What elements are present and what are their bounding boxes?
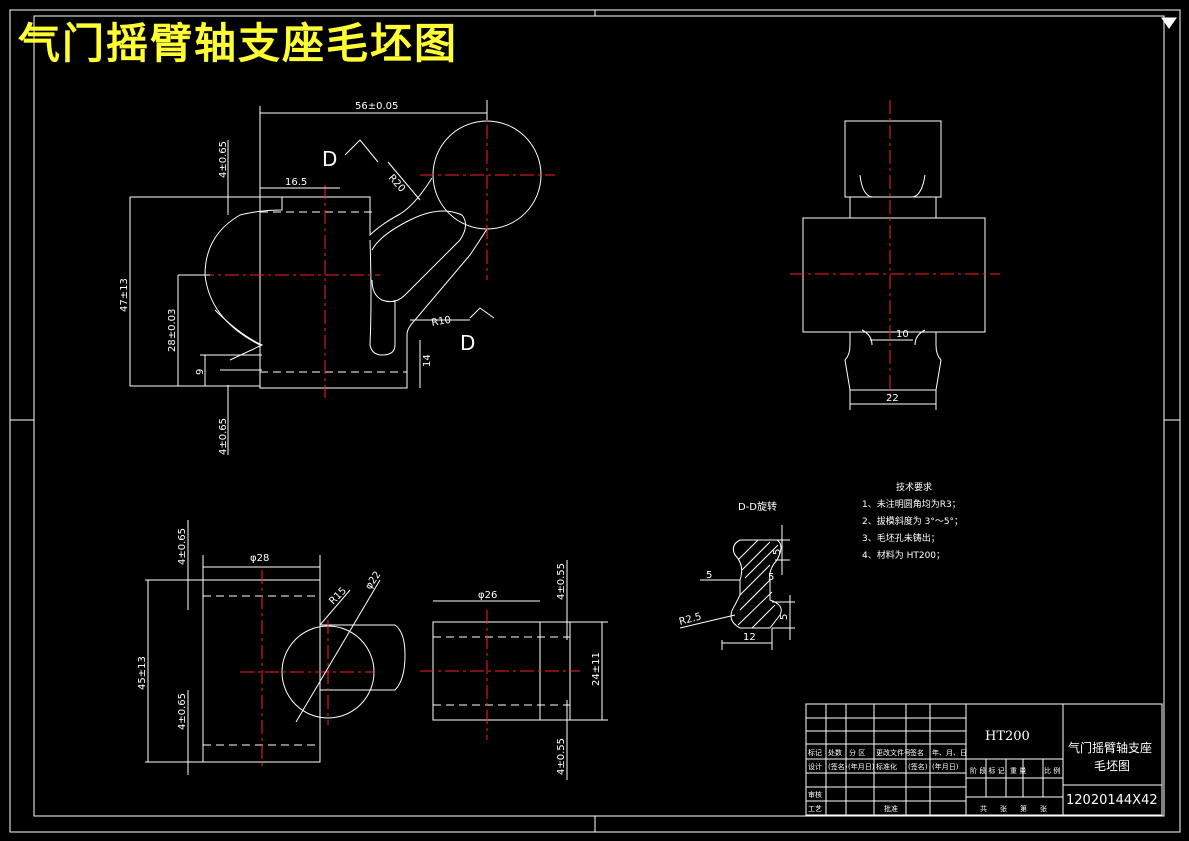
dim-5-a: 5 bbox=[706, 570, 712, 581]
note-4: 4、材料为 HT200； bbox=[862, 549, 945, 561]
tb-code: 12020144X42 bbox=[1066, 793, 1158, 808]
note-2: 2、拔模斜度为 3°～5°； bbox=[862, 515, 963, 527]
tb-part-name-1: 气门摇臂轴支座 bbox=[1068, 740, 1152, 755]
tb-label-zone: 分 区 bbox=[849, 748, 865, 757]
notes-heading: 技术要求 bbox=[896, 481, 932, 493]
tb-std: 标准化 bbox=[876, 762, 897, 771]
tb-label-date: 年、月、日 bbox=[932, 748, 967, 757]
dim-47: 47±13 bbox=[119, 278, 130, 312]
dim-4-d: 4±0.65 bbox=[177, 693, 188, 730]
tb-material: HT200 bbox=[985, 729, 1030, 744]
tb-sheet-unit-2: 张 bbox=[1040, 804, 1047, 813]
tb-stage: 阶 段 标 记 bbox=[970, 766, 1005, 775]
dim-28: 28±0.03 bbox=[167, 309, 178, 352]
top-view bbox=[145, 520, 608, 780]
dim-9: 9 bbox=[195, 369, 206, 375]
side-view bbox=[790, 100, 1000, 410]
tb-row-review: 审核 bbox=[808, 790, 822, 799]
tb-sign-b: (签名) bbox=[908, 762, 928, 771]
section-view bbox=[679, 525, 795, 650]
tb-row-process: 工艺 bbox=[808, 805, 822, 813]
dim-22: 22 bbox=[886, 393, 899, 404]
dim-10: 10 bbox=[896, 329, 909, 340]
tb-part-name-2: 毛坯图 bbox=[1094, 759, 1130, 773]
dim-phi28: φ28 bbox=[250, 553, 269, 564]
dim-5-d: 5 bbox=[779, 614, 790, 620]
section-mark-d1: D bbox=[322, 147, 337, 171]
front-view bbox=[129, 100, 555, 455]
section-mark-d2: D bbox=[460, 331, 475, 355]
dim-phi26: φ26 bbox=[478, 590, 497, 601]
tb-weight: 重 量 bbox=[1010, 767, 1026, 775]
center-marks bbox=[10, 10, 1180, 832]
drawing-title: 气门摇臂轴支座毛坯图 bbox=[18, 19, 459, 68]
dim-24: 24±11 bbox=[591, 652, 602, 686]
tb-date-a: (年月日) bbox=[848, 762, 875, 771]
tb-label-mark: 标记 bbox=[808, 748, 822, 757]
tb-approve: 批准 bbox=[884, 804, 898, 813]
dim-56: 56±0.05 bbox=[355, 101, 398, 112]
dim-4-c: 4±0.65 bbox=[177, 528, 188, 565]
note-1: 1、未注明圆角均为R3； bbox=[862, 498, 961, 510]
dim-5-b: 5 bbox=[772, 549, 783, 555]
dimension-labels: 56±0.05 16.5 R20 D D R10 4±0.65 47±13 28… bbox=[119, 101, 909, 775]
inner-border bbox=[33, 15, 1165, 817]
tb-label-sign: 签名 bbox=[910, 748, 924, 757]
tb-scale: 比 例 bbox=[1044, 766, 1060, 775]
dim-16-5: 16.5 bbox=[285, 177, 307, 188]
dim-5-c: 5 bbox=[768, 572, 774, 583]
technical-requirements: 技术要求 1、未注明圆角均为R3； 2、拔模斜度为 3°～5°； 3、毛坯孔未铸… bbox=[862, 481, 963, 561]
tb-sheet-unit-1: 张 bbox=[1000, 804, 1007, 813]
dim-r20: R20 bbox=[386, 173, 407, 195]
title-block: 标记 处数 分 区 更改文件号 签名 年、月、日 设计 (签名) (年月日) 标… bbox=[805, 703, 1163, 816]
tb-date-b: (年月日) bbox=[932, 762, 959, 771]
tb-label-count: 处数 bbox=[828, 748, 842, 757]
dim-r15: R15 bbox=[327, 585, 349, 607]
dim-phi22: φ22 bbox=[363, 570, 383, 592]
dim-r10: R10 bbox=[431, 315, 452, 329]
dim-4-f: 4±0.55 bbox=[556, 738, 567, 775]
tb-row-design: 设计 bbox=[808, 762, 822, 771]
tb-sheet-no: 第 bbox=[1020, 804, 1027, 813]
dim-4-bottom: 4±0.65 bbox=[218, 418, 229, 455]
dim-4-top: 4±0.65 bbox=[218, 141, 229, 178]
note-3: 3、毛坯孔未铸出； bbox=[862, 532, 940, 544]
dim-14: 14 bbox=[422, 354, 433, 367]
dim-12: 12 bbox=[743, 632, 756, 643]
tb-sign-a: (签名) bbox=[828, 762, 848, 771]
dim-4-e: 4±0.55 bbox=[556, 563, 567, 600]
dim-45: 45±13 bbox=[137, 656, 148, 690]
tb-sheet-total: 共 bbox=[980, 804, 987, 813]
tb-label-file: 更改文件号 bbox=[876, 748, 911, 757]
section-title: D-D旋转 bbox=[738, 500, 777, 513]
